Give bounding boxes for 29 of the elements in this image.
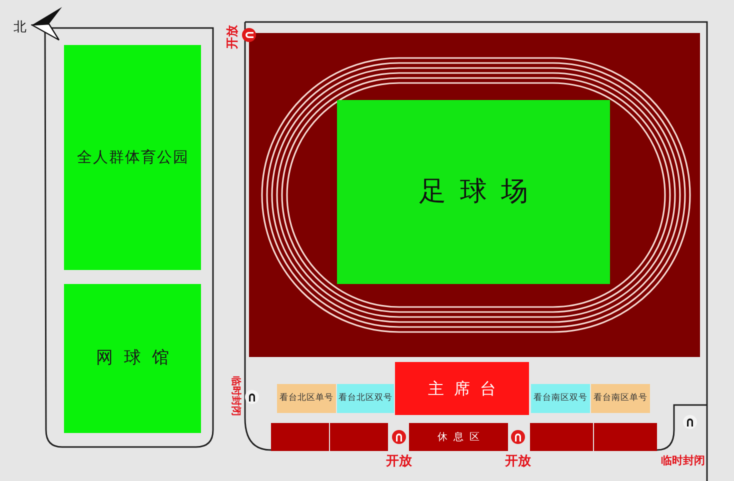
area-label: 看台北区单号 [280,394,334,404]
north-label: 北 [14,20,26,34]
building-block [530,423,593,451]
stand-section [591,384,650,413]
gate-status-label: 开放 [386,454,412,468]
area-label: 看台南区单号 [594,394,648,404]
rest-area [409,423,508,451]
park-area [64,45,201,270]
gate-status-label: 开放 [226,25,238,49]
stand-section [337,384,394,413]
building-block [271,423,329,451]
grandstand [395,362,529,415]
area-label: 网球馆 [95,349,180,368]
gate-status-label: 临时封闭 [661,454,705,466]
stand-section [277,384,336,413]
area-label: 看台南区双号 [534,394,588,404]
stadium-ground [249,33,700,357]
area-label: 主席台 [427,380,506,398]
tennis-hall-area [64,284,201,433]
area-label: 看台北区双号 [338,394,392,404]
building-block [594,423,657,451]
area-label: 休息区 [436,432,486,442]
stand-section [531,384,590,413]
building-block [330,423,388,451]
area-label: 足球场 [418,177,542,207]
football-pitch [337,100,610,284]
gate-status-label: 临时封闭 [230,376,240,416]
gate-status-label: 开放 [505,454,531,468]
area-label: 全人群体育公园 [76,149,189,166]
